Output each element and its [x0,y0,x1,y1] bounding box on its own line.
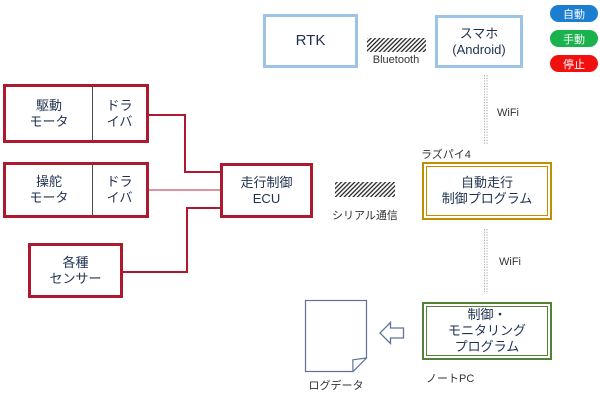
connector-sensors-to-ecu [123,207,220,273]
sensors-box: 各種 センサー [28,243,123,298]
raspi-caption: ラズパイ4 [421,149,471,161]
rtk-label: RTK [295,31,326,49]
badge-stop-label: 停止 [563,58,585,71]
ecu-box: 走行制御 ECU [220,163,313,218]
steer-driver-label: ドラ イバ [106,174,133,205]
auto-program-label: 自動走行 制御プログラム [441,175,533,206]
serial-hatch-icon [335,182,395,197]
badge-stop: 停止 [550,55,598,72]
bluetooth-hatch-icon [367,38,426,52]
ecu-label: 走行制御 ECU [240,174,293,206]
serial-label: シリアル通信 [332,210,398,222]
left-block-arrow-icon [379,320,405,346]
connector-drive-to-ecu [149,114,220,173]
steer-unit-box: 操舵 モータ ドラ イバ [3,162,149,218]
drive-driver-label: ドラ イバ [106,97,133,129]
badge-auto-label: 自動 [563,8,585,21]
wifi-dotted-line-top [484,75,488,144]
drive-unit-box: 駆動 モータ ドラ イバ [3,84,149,143]
smartphone-box: スマホ (Android) [435,15,523,68]
badge-auto: 自動 [550,5,598,22]
auto-program-box: 自動走行 制御プログラム [422,162,552,220]
wifi-dotted-line-bottom [484,229,488,294]
log-document-icon [304,299,368,373]
drive-motor-label: 駆動 モータ [29,97,69,129]
steer-unit-divider [92,165,93,215]
wifi-bottom-label: WiFi [499,256,521,268]
wifi-top-label: WiFi [497,107,519,119]
badge-manual: 手動 [550,30,598,47]
bluetooth-label: Bluetooth [372,54,420,66]
sensors-label: 各種 センサー [49,254,102,286]
monitor-program-label: 制御・ モニタリング プログラム [447,307,526,354]
logdata-caption: ログデータ [308,380,364,392]
steer-motor-label: 操舵 モータ [29,174,69,205]
drive-unit-divider [92,87,93,140]
smartphone-label: スマホ (Android) [452,25,506,57]
rtk-box: RTK [263,14,358,68]
monitor-program-box: 制御・ モニタリング プログラム [422,302,552,360]
badge-manual-label: 手動 [563,33,585,46]
notepc-caption: ノートPC [426,373,475,385]
